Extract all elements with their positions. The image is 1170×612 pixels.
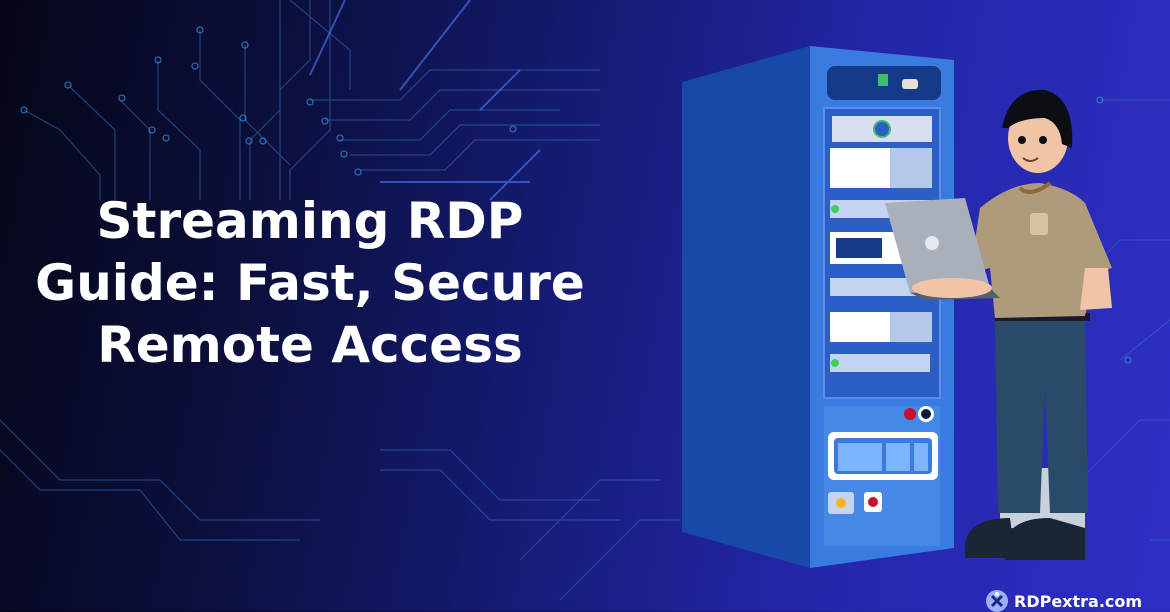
brand-logo-icon: [986, 590, 1008, 612]
headline-line-3: Remote Access: [97, 316, 523, 374]
brand-name: RDPextra.com: [1014, 591, 1143, 611]
headline-line-2: Guide: Fast, Secure: [35, 254, 585, 312]
server-rack-illustration: [682, 46, 954, 568]
brand-logo[interactable]: RDPextra.com: [986, 590, 1142, 612]
person-with-laptop-illustration: [885, 89, 1112, 560]
headline-line-1: Streaming RDP: [96, 192, 524, 250]
headline: Streaming RDP Guide: Fast, Secure Remote…: [20, 190, 600, 376]
